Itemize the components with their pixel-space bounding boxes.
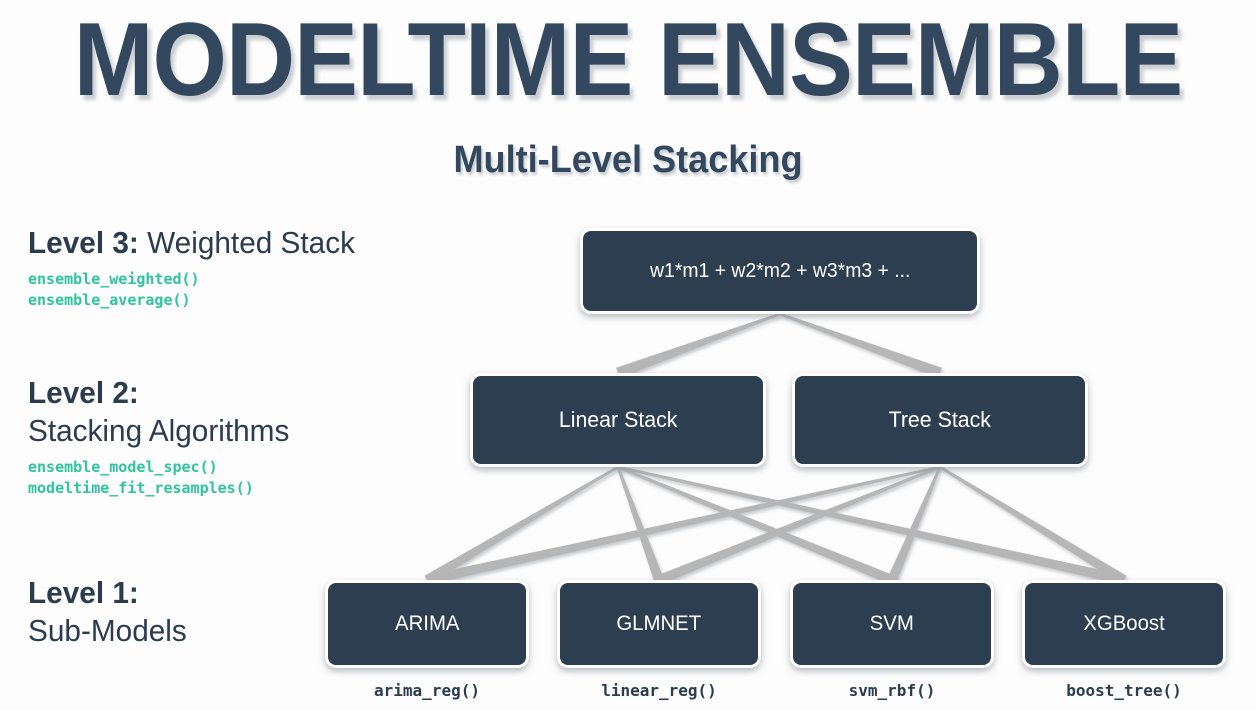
level-1-block: Level 1: Sub-Models — [28, 574, 193, 650]
node-xgboost[interactable]: XGBoost — [1022, 580, 1226, 668]
caption-arima-reg: arima_reg() — [374, 681, 480, 700]
level-1-heading: Level 1: — [28, 574, 187, 612]
connector-line — [939, 465, 1127, 585]
node-xgboost-label: XGBoost — [1083, 612, 1165, 635]
node-glmnet[interactable]: GLMNET — [557, 580, 761, 668]
connector-line — [617, 465, 1126, 585]
node-svm-label: SVM — [869, 612, 915, 635]
node-tree-stack[interactable]: Tree Stack — [792, 373, 1088, 467]
caption-linear-reg: linear_reg() — [601, 681, 717, 700]
node-tree-stack-label: Tree Stack — [888, 407, 992, 432]
page-title: MODELTIME ENSEMBLE — [73, 2, 1183, 118]
connector-line — [616, 312, 781, 379]
function-name: ensemble_model_spec() — [28, 458, 218, 476]
level-3-label-regular: Weighted Stack — [138, 225, 355, 260]
connector-line — [779, 312, 942, 379]
node-arima-label: ARIMA — [394, 612, 460, 635]
page-subtitle: Multi-Level Stacking — [453, 139, 803, 181]
connector-line — [887, 466, 942, 582]
node-glmnet-label: GLMNET — [616, 612, 702, 635]
node-arima[interactable]: ARIMA — [325, 580, 529, 668]
connector-line — [617, 465, 894, 585]
function-name: modeltime_fit_resamples() — [28, 479, 254, 497]
function-name: ensemble_average() — [28, 291, 191, 309]
function-name: ensemble_weighted() — [28, 270, 200, 288]
caption-svm-rbf: svm_rbf() — [848, 681, 936, 700]
level-1-label-bold: Level 1: — [28, 575, 139, 610]
level-2-label-bold: Level 2: — [28, 375, 139, 410]
level-2-function-list: ensemble_model_spec() modeltime_fit_resa… — [28, 457, 300, 499]
node-linear-stack[interactable]: Linear Stack — [470, 373, 766, 467]
level-2-heading: Level 2: — [28, 374, 289, 412]
node-linear-stack-label: Linear Stack — [558, 407, 678, 432]
level-3-label-bold: Level 3: — [28, 225, 139, 260]
connector-line — [616, 466, 664, 582]
caption-boost-tree: boost_tree() — [1066, 681, 1182, 700]
level-3-function-list: ensemble_weighted() ensemble_average() — [28, 269, 369, 311]
connector-line — [425, 465, 941, 585]
level-2-block: Level 2: Stacking Algorithms ensemble_mo… — [28, 374, 300, 499]
node-weighted-stack[interactable]: w1*m1 + w2*m2 + w3*m3 + ... — [580, 228, 980, 314]
node-svm[interactable]: SVM — [790, 580, 994, 668]
level-2-subheading: Stacking Algorithms — [28, 413, 290, 448]
node-weighted-stack-label: w1*m1 + w2*m2 + w3*m3 + ... — [649, 259, 911, 282]
level-3-block: Level 3: Weighted Stack ensemble_weighte… — [28, 224, 369, 311]
level-1-subheading: Sub-Models — [28, 613, 187, 648]
connector-line — [424, 465, 619, 585]
connector-line — [657, 465, 941, 585]
level-3-heading: Level 3: Weighted Stack — [28, 224, 355, 262]
